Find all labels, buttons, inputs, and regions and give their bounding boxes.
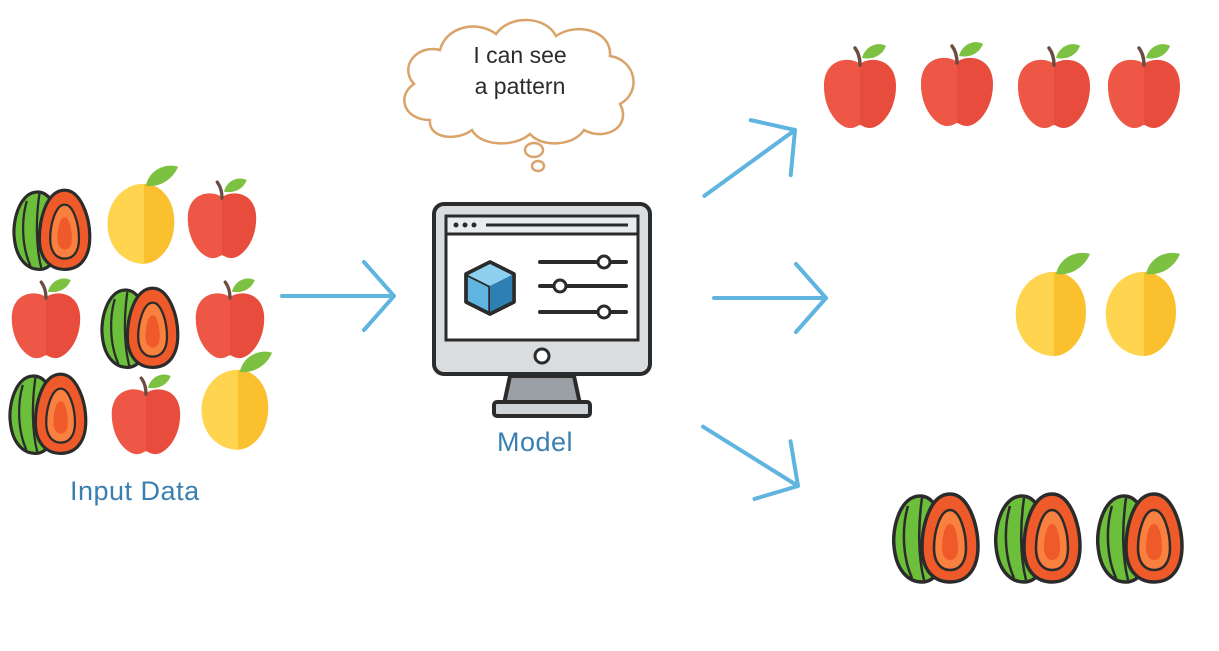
- apple-icon: [822, 42, 898, 130]
- apple-icon: [194, 276, 266, 360]
- thought-line-2: a pattern: [474, 73, 566, 99]
- mango-icon: [201, 351, 273, 450]
- apple-icon: [1106, 42, 1182, 130]
- mango-icon: [107, 165, 179, 264]
- input-data-label: Input Data: [70, 476, 200, 506]
- mango-icon: [1105, 252, 1180, 356]
- guava-icon: [100, 286, 180, 369]
- apple-icon: [110, 372, 182, 456]
- apple-icon: [919, 40, 995, 128]
- slider-icon: [538, 254, 628, 320]
- mango-icon: [1015, 252, 1090, 356]
- thought-line-1: I can see: [473, 42, 567, 68]
- guava-icon: [8, 372, 88, 455]
- thought-cloud-icon: [403, 18, 635, 173]
- thought-bubble-text: I can see a pattern: [420, 40, 620, 102]
- cube-icon: [464, 260, 516, 316]
- guava-icon: [12, 188, 92, 271]
- guava-icon: [891, 492, 980, 584]
- apple-icon: [186, 176, 258, 260]
- model-label: Model: [497, 427, 574, 457]
- guava-icon: [1095, 492, 1184, 584]
- output-arrow-apples-icon: [684, 102, 815, 223]
- output-arrow-guavas-icon: [683, 395, 819, 517]
- input-data-fruits: [8, 165, 273, 456]
- cluster-apples: [822, 40, 1182, 130]
- cluster-guavas: [891, 492, 1184, 584]
- guava-icon: [993, 492, 1082, 584]
- apple-icon: [10, 276, 82, 360]
- apple-icon: [1016, 42, 1092, 130]
- cluster-mangoes: [1015, 252, 1180, 356]
- input-arrow-icon: [280, 260, 396, 332]
- output-arrow-mangoes-icon: [712, 262, 828, 334]
- computer-monitor-icon: [432, 202, 652, 418]
